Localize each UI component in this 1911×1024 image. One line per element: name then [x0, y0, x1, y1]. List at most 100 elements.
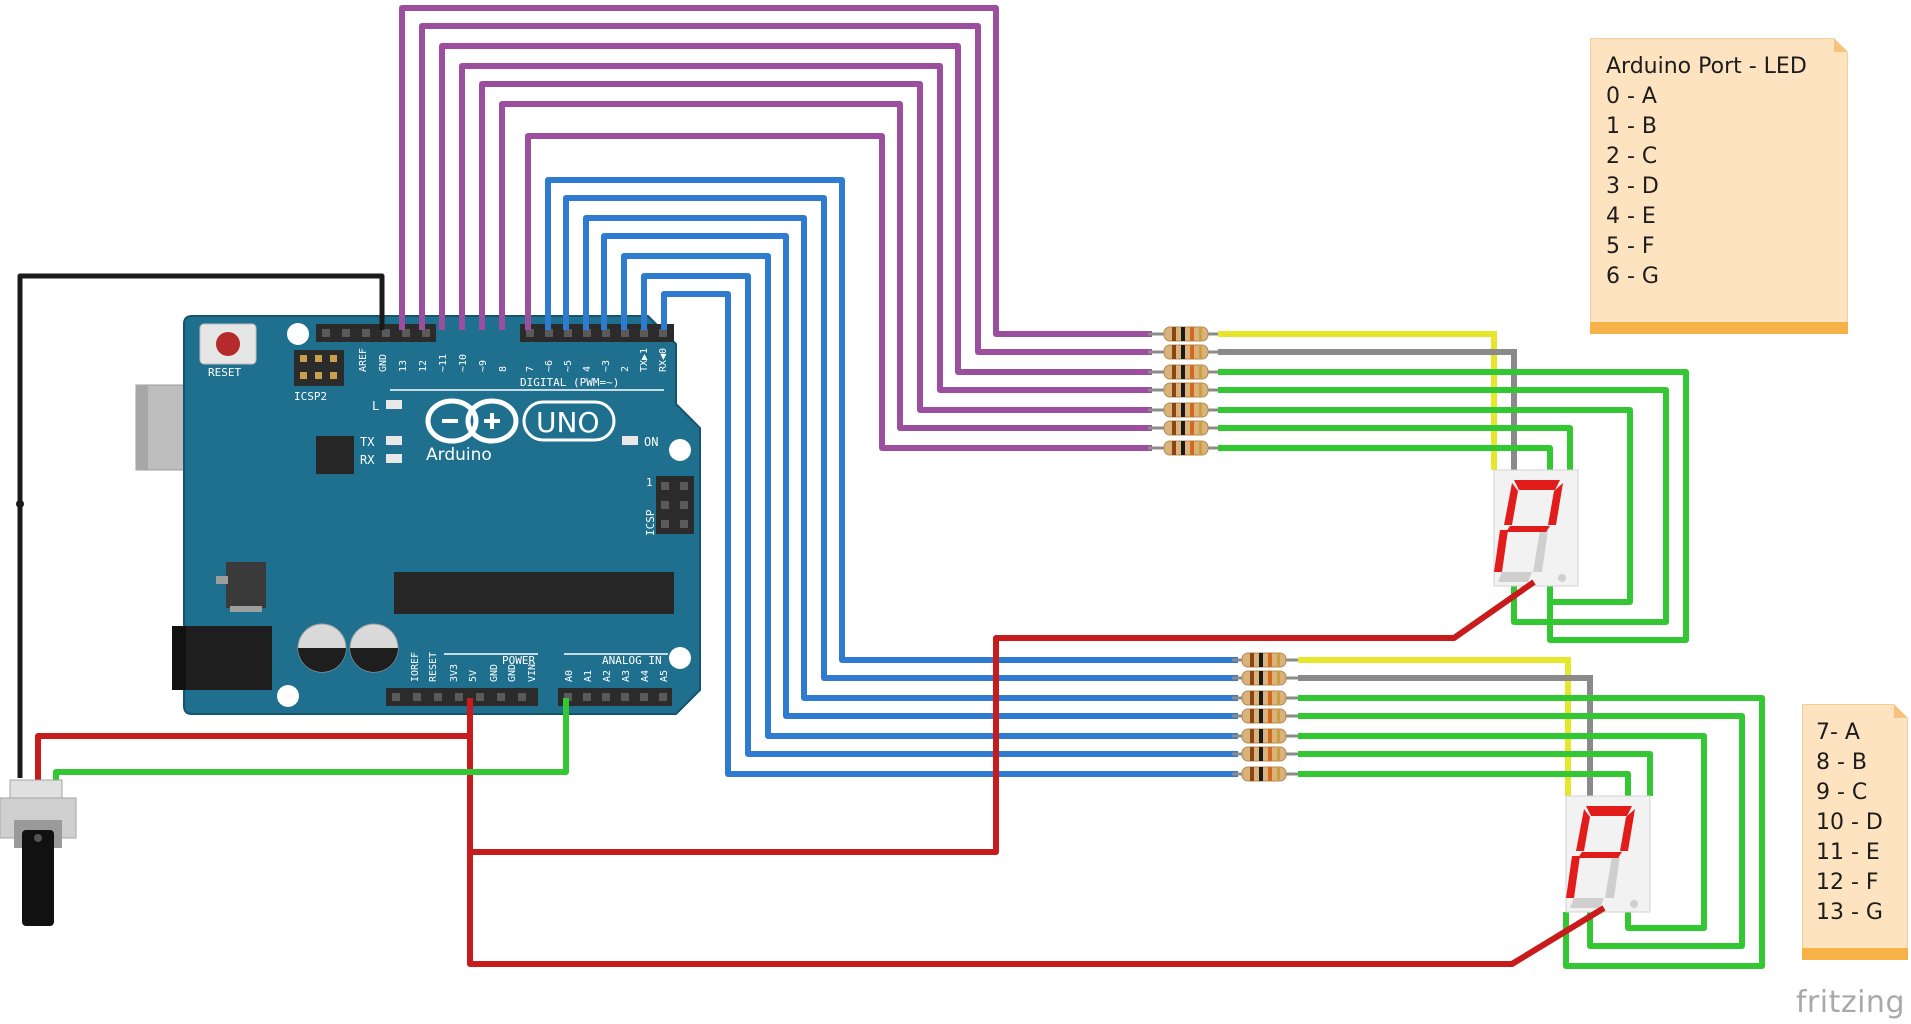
pcb [183, 315, 701, 715]
analog-label: ANALOG IN [602, 654, 662, 667]
resistor [1232, 766, 1298, 782]
pin-label: ~10 [458, 354, 469, 372]
pin-label: 8 [498, 366, 509, 372]
pin-label: 2 [620, 366, 631, 372]
pin-label: TX▶1 [639, 348, 650, 372]
note-line: 0 - A [1606, 84, 1657, 109]
note-line: 2 - C [1606, 144, 1658, 169]
pin-label: GND [489, 664, 500, 682]
digital-pin-labels: AREF GND 13 12 ~11 ~10 ~9 8 7 ~6 ~5 4 ~3… [358, 348, 669, 372]
digital-label: DIGITAL (PWM=~) [520, 376, 619, 389]
pin-label: ~6 [544, 360, 555, 372]
note-line: 3 - D [1606, 174, 1659, 199]
note-line: 1 - B [1606, 114, 1658, 139]
potentiometer[interactable] [0, 779, 77, 926]
power-header [386, 688, 538, 706]
note-port-mapping-bottom: 7- A 8 - B 9 - C 10 - D 11 - E 12 - F 13… [1802, 704, 1908, 960]
usb-chip [316, 436, 354, 474]
note-bar [1802, 948, 1908, 960]
note-line: 4 - E [1606, 204, 1656, 229]
resistor [1148, 364, 1218, 380]
resistor [1148, 402, 1218, 418]
segments [1494, 480, 1566, 582]
bottom-resistor-array [1232, 652, 1298, 782]
arduino-logo [425, 398, 616, 444]
icsp-label: ICSP [644, 509, 657, 536]
note-fold [1834, 38, 1848, 52]
pin-label: GND [378, 354, 389, 372]
note-line: 6 - G [1606, 264, 1659, 289]
pin-label: ~5 [563, 360, 574, 372]
arduino-uno-board: RESET ICSP2 AREF [135, 315, 701, 715]
pin-label: A4 [640, 670, 651, 682]
seven-segment-display-top [1493, 469, 1579, 587]
resistor [1232, 690, 1298, 706]
note-line: Arduino Port - LED [1606, 54, 1807, 79]
resistor [1232, 746, 1298, 762]
voltage-regulator [216, 562, 266, 612]
pin-label: A5 [659, 670, 670, 682]
pin-label: ~11 [438, 354, 449, 372]
resistor [1148, 440, 1218, 456]
capacitors [297, 623, 399, 673]
icsp-pin1-label: 1 [646, 476, 653, 489]
purple-wires[interactable] [399, 5, 1152, 451]
icsp2-header [294, 350, 344, 386]
pin-label: A0 [564, 670, 575, 682]
main-chip [394, 572, 674, 614]
note-line: 13 - G [1816, 900, 1883, 925]
pin-label: 5V [468, 670, 479, 682]
resistor [1232, 670, 1298, 686]
led-rx-label: RX [360, 453, 375, 467]
icsp2-label: ICSP2 [294, 390, 327, 403]
resistor [1148, 382, 1218, 398]
note-line: 5 - F [1606, 234, 1655, 259]
note-line: 8 - B [1816, 750, 1868, 775]
pin-label: A2 [602, 670, 613, 682]
resistor [1232, 728, 1298, 744]
note-fold [1894, 704, 1908, 718]
note-port-mapping-top: Arduino Port - LED 0 - A 1 - B 2 - C 3 -… [1590, 38, 1848, 334]
pin-label: AREF [358, 348, 369, 372]
pin-label: ~9 [478, 360, 489, 372]
status-leds [386, 400, 638, 463]
led-tx-label: TX [360, 435, 375, 449]
led-l-label: L [372, 399, 379, 413]
note-bar [1590, 322, 1848, 334]
red-wires[interactable] [35, 579, 1606, 967]
note-line: 10 - D [1816, 810, 1883, 835]
pin-label: 7 [525, 366, 536, 372]
power-label: POWER [502, 654, 535, 667]
icsp-header [656, 476, 694, 534]
pin-label: 12 [418, 360, 429, 372]
note-line: 11 - E [1816, 840, 1880, 865]
segments [1566, 806, 1638, 908]
blue-wires[interactable] [545, 177, 1238, 777]
pin-label: RESET [428, 652, 439, 682]
top-display-wires[interactable] [1218, 331, 1689, 643]
ground-wire[interactable] [17, 273, 385, 778]
led-on-label: ON [644, 435, 658, 449]
power-pin-labels: IOREF RESET 3V3 5V GND GND VIN [410, 652, 538, 682]
analog-wire[interactable] [53, 698, 569, 780]
pin-label: GND [507, 664, 518, 682]
note-line: 9 - C [1816, 780, 1868, 805]
reset-button[interactable] [199, 323, 257, 365]
pin-label: 13 [398, 360, 409, 372]
power-jack [172, 626, 272, 690]
analog-header [558, 688, 672, 706]
brand-label: Arduino [426, 445, 492, 465]
digital-header [316, 324, 674, 342]
pin-label: A3 [621, 670, 632, 682]
pin-label: 4 [582, 366, 593, 372]
pin-label: A1 [583, 670, 594, 682]
bottom-display-wires[interactable] [1298, 657, 1765, 969]
pin-label: IOREF [410, 652, 421, 682]
fritzing-watermark: fritzing [1795, 985, 1905, 1020]
resistor [1148, 326, 1218, 342]
pin-label: VIN [527, 664, 538, 682]
model-label: UNO [536, 406, 599, 439]
resistor [1232, 708, 1298, 724]
resistor [1148, 420, 1218, 436]
